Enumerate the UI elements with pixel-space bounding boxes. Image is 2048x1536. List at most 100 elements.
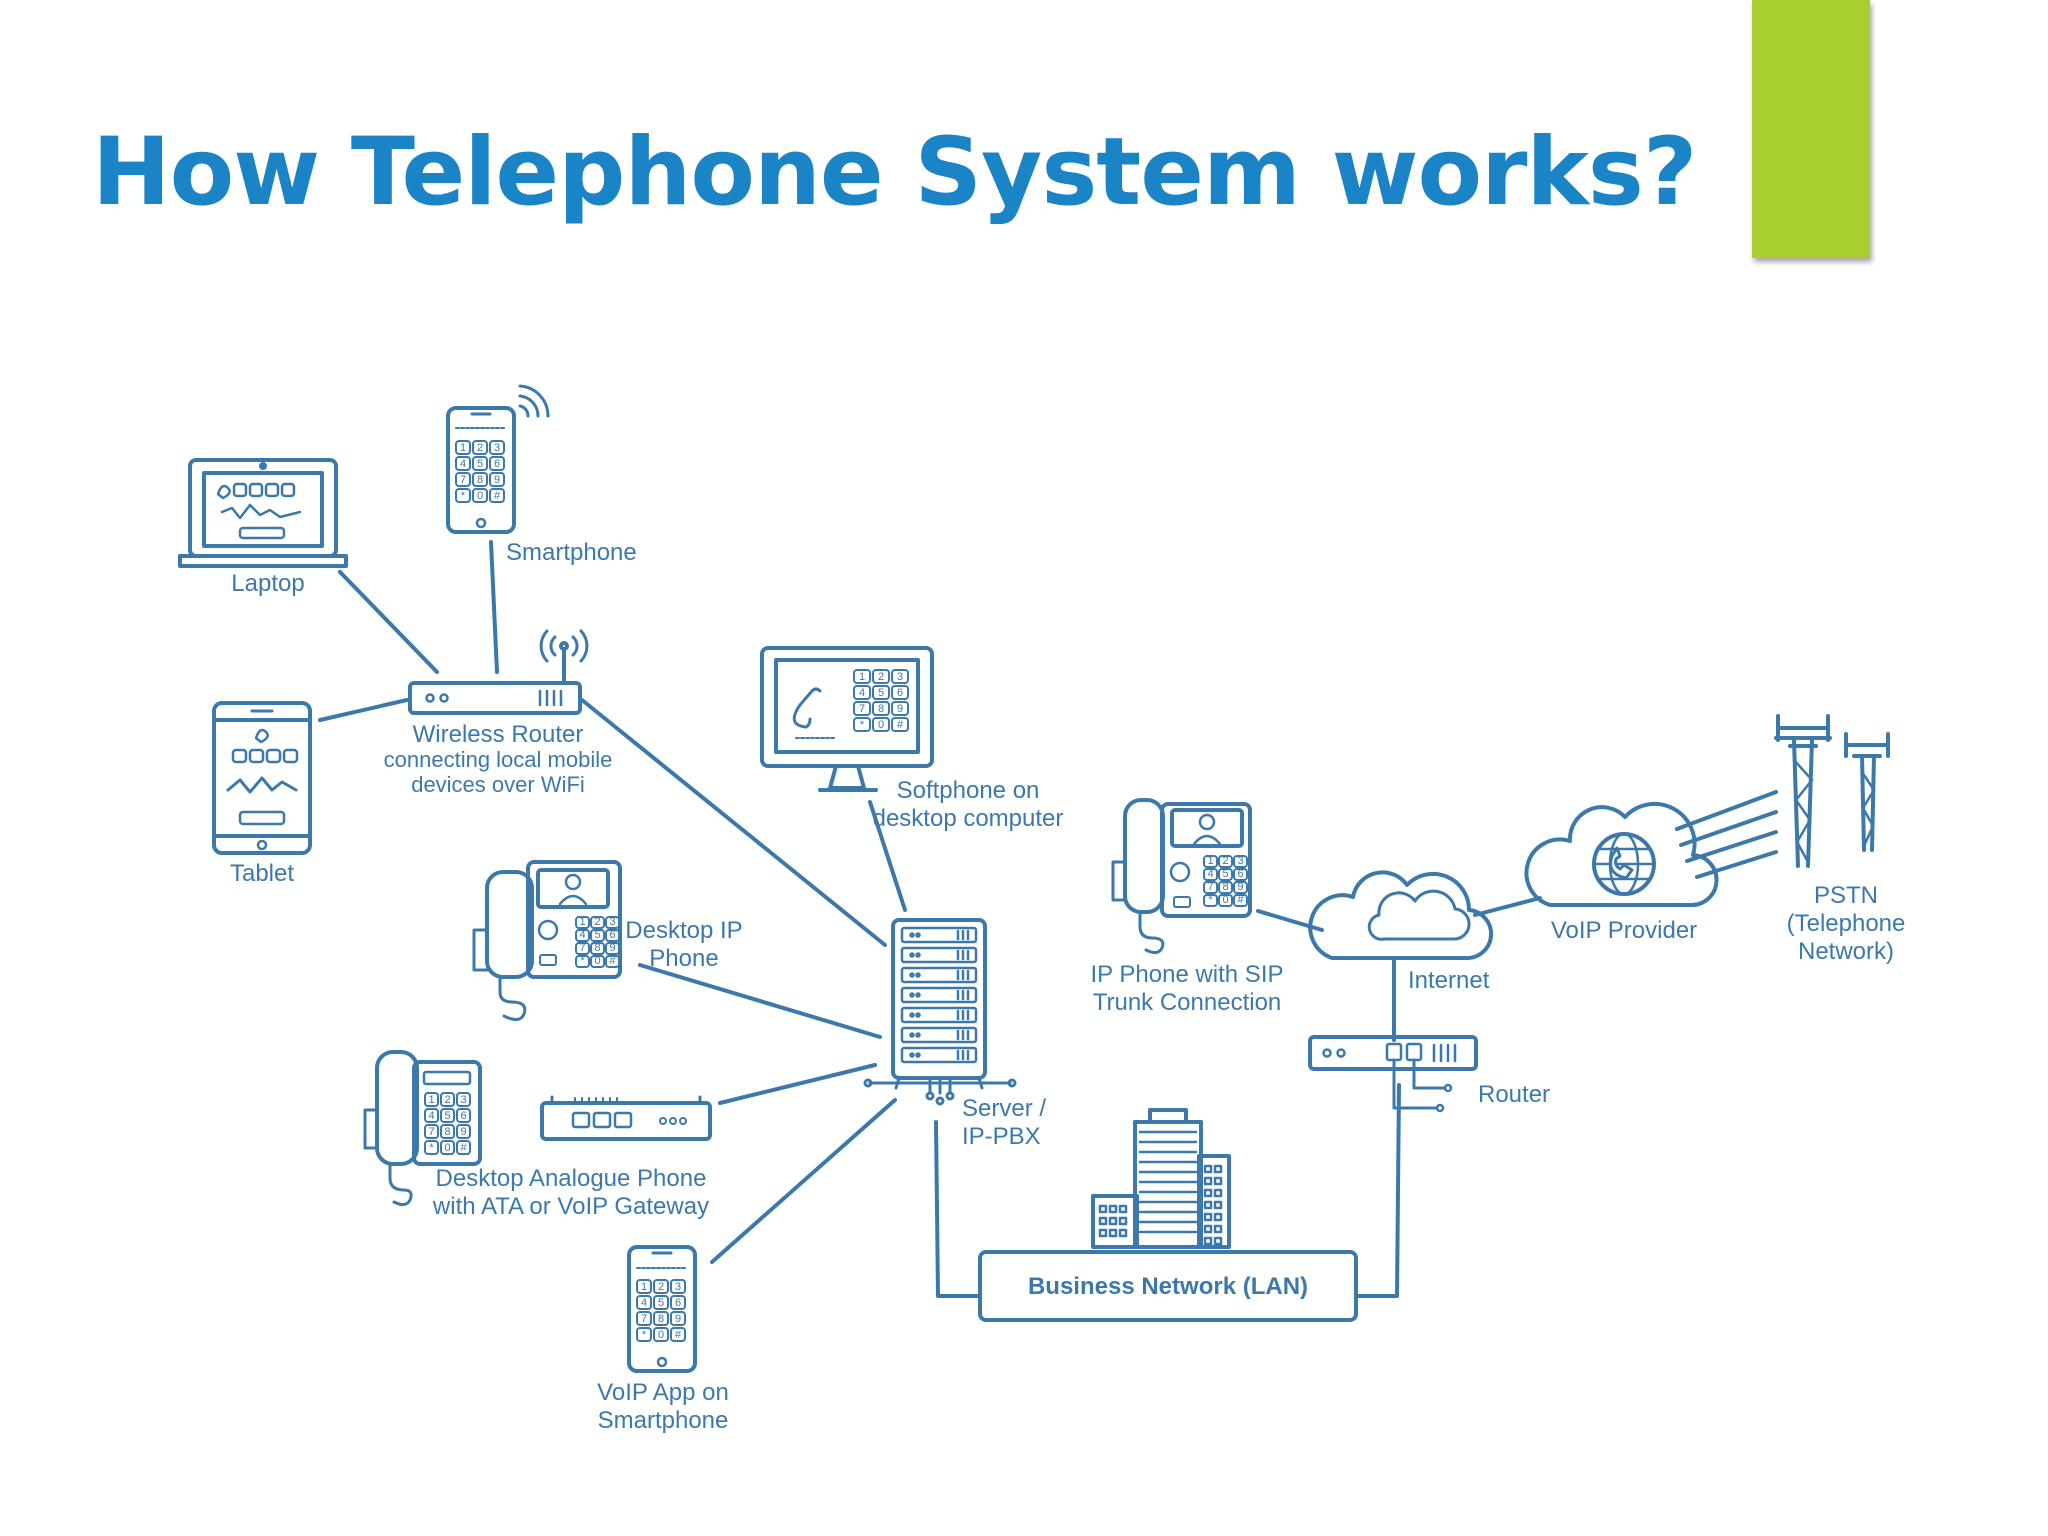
keypad-key [653,1311,669,1326]
keypad-key [440,1108,455,1123]
ip-phone-sip-label-1: IP Phone with SIP [1090,961,1283,988]
keypad-key [590,942,605,955]
keypad-key [472,456,488,471]
keypad-key [1218,894,1233,907]
building-window [1203,1164,1213,1174]
keypad-key [575,942,590,955]
edge-softphone-server [868,800,907,912]
keypad-key-label: 0 [477,490,483,502]
building-window [1203,1236,1213,1246]
keypad-key [670,1295,686,1310]
server-slot-led [909,932,915,938]
keypad-key-label: 8 [658,1313,664,1325]
edge-lan-router [1354,1083,1401,1298]
keypad-key-label: 2 [878,671,884,683]
server-slot-led [915,992,921,998]
keypad-key-label: 0 [878,719,884,731]
building-window [1203,1188,1213,1198]
keypad-key-label: * [642,1329,647,1341]
keypad-key-label: 9 [1237,881,1243,893]
building-window [1213,1236,1223,1246]
keypad-key-label: 4 [460,458,466,470]
keypad-key [455,440,471,455]
keypad-key-label: # [609,955,616,967]
server-slot [900,1026,978,1044]
keypad-key-label: 3 [609,916,615,928]
keypad-key-label: 2 [594,916,600,928]
building-window [1108,1216,1118,1226]
office-building-icon [1091,1108,1231,1249]
server-slot-led [915,1012,921,1018]
keypad-key-label: 1 [579,916,585,928]
keypad-key [872,685,890,700]
tablet-icon [212,701,312,855]
keypad-key [872,701,890,716]
building-window [1098,1216,1108,1226]
keypad-key-label: # [460,1142,467,1154]
keypad-key-label: 4 [641,1297,647,1309]
keypad-key-label: 2 [658,1281,664,1293]
keypad-key [605,916,620,929]
keypad-key [636,1279,652,1294]
keypad-key [424,1140,439,1155]
slide-title: How Telephone System works? [92,118,1697,227]
keypad-key [1203,894,1218,907]
server-slot [900,926,978,944]
keypad-key [472,440,488,455]
keypad-key-label: 6 [1237,868,1243,880]
keypad-key [670,1311,686,1326]
keypad-key [440,1092,455,1107]
keypad-key-label: 5 [594,929,600,941]
edge-ata-server [718,1063,877,1105]
internet-label: Internet [1408,967,1490,994]
business-network-box [978,1250,1358,1322]
laptop-label: Laptop [231,570,304,597]
keypad-key [636,1327,652,1342]
keypad-key-label: 3 [1237,855,1243,867]
keypad-key [455,472,471,487]
keypad-key-label: 0 [658,1329,664,1341]
keypad-key-label: 9 [609,942,615,954]
router-label: Router [1478,1081,1550,1108]
keypad-key [455,488,471,503]
keypad-key [872,717,890,732]
keypad-key [456,1124,471,1139]
server-slot [900,1046,978,1064]
edge-voipapp-server [710,1098,897,1264]
diagram-labels: Laptop Smartphone Tablet Wireless Router… [230,539,1905,1434]
voip-provider-label: VoIP Provider [1551,917,1697,944]
server-slot-led [909,1012,915,1018]
accent-bar [1752,0,1870,258]
cloud-icon [1308,870,1494,961]
keypad-key [636,1295,652,1310]
connection-lines [318,540,1778,1298]
keypad-key [1203,855,1218,868]
keypad-key [670,1327,686,1342]
keypad-key [424,1124,439,1139]
keypad-key-label: 2 [444,1094,450,1106]
keypad-key-label: 4 [428,1110,434,1122]
keypad-key [575,916,590,929]
keypad-key-label: # [1237,894,1244,906]
keypad-key [575,929,590,942]
building-window [1213,1224,1223,1234]
keypad-key-label: 8 [878,703,884,715]
keypad-key-label: 4 [859,687,865,699]
keypad-key [1203,868,1218,881]
keypad-key [891,701,909,716]
wireless-router-sub1: connecting local mobile [384,747,613,772]
keypad-key [575,955,590,968]
desktop-ip-phone-label-2: Phone [649,945,718,972]
laptop-icon [178,458,348,568]
keypad-key-label: 7 [859,703,865,715]
keypad-key-label: 7 [579,942,585,954]
building-window [1213,1212,1223,1222]
voip-app-label-2: Smartphone [598,1407,729,1434]
building-window [1203,1176,1213,1186]
server-slot-led [909,972,915,978]
keypad-key-label: 7 [1207,881,1213,893]
